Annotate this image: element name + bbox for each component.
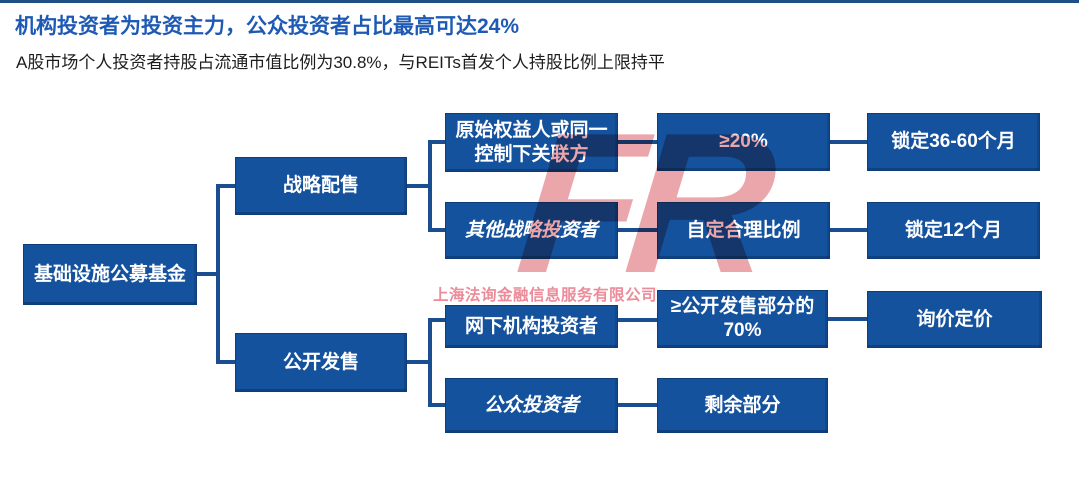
connector-row1-outcome xyxy=(830,140,867,144)
node-original-equity-holder: 原始权益人或同一 控制下关联方 xyxy=(445,113,618,172)
connector-trunk-strategic xyxy=(220,184,235,188)
connector-trunk-public xyxy=(220,360,235,364)
connector-branch1-vertical xyxy=(428,140,432,232)
node-remaining-portion: 剩余部分 xyxy=(657,378,828,433)
node-other-strategic-investors: 其他战略投资者 xyxy=(445,202,618,259)
connector-branch1-row2 xyxy=(432,228,445,232)
connector-branch2-row4 xyxy=(432,403,445,407)
page-subtitle: A股市场个人投资者持股占流通市值比例为30.8%，与REITs首发个人持股比例上… xyxy=(16,53,665,72)
node-gte-70pct-of-public-offering: ≥公开发售部分的 70% xyxy=(657,290,828,348)
node-public-investors: 公众投资者 xyxy=(445,378,618,433)
connector-row3-condition xyxy=(618,318,657,322)
node-ratio-gte-20pct: ≥20% xyxy=(657,113,830,171)
connector-branch2-vertical xyxy=(428,318,432,407)
connector-root-trunk xyxy=(197,272,218,276)
node-self-determined-ratio: 自定合理比例 xyxy=(657,202,830,259)
connector-strategic-branch xyxy=(407,184,428,188)
node-strategic-placement: 战略配售 xyxy=(235,157,407,215)
connector-row1-condition xyxy=(618,140,657,144)
connector-trunk-vertical xyxy=(216,184,220,364)
connector-row3-outcome xyxy=(828,317,867,321)
node-offline-institutional-investors: 网下机构投资者 xyxy=(445,305,618,348)
node-public-offering: 公开发售 xyxy=(235,333,407,392)
connector-branch1-row1 xyxy=(432,140,445,144)
node-lockup-36-60-months: 锁定36-60个月 xyxy=(867,113,1040,171)
connector-public-branch xyxy=(407,360,428,364)
watermark-company-text: 上海法询金融信息服务有限公司 xyxy=(433,287,658,304)
connector-row2-condition xyxy=(618,228,657,232)
top-accent-bar xyxy=(0,0,1079,3)
page-title: 机构投资者为投资主力，公众投资者占比最高可达24% xyxy=(15,15,520,38)
node-lockup-12-months: 锁定12个月 xyxy=(867,202,1040,259)
connector-row4-condition xyxy=(618,403,657,407)
node-root-fund: 基础设施公募基金 xyxy=(23,244,197,305)
node-inquiry-pricing: 询价定价 xyxy=(867,291,1042,348)
connector-row2-outcome xyxy=(830,228,867,232)
connector-branch2-row3 xyxy=(432,318,445,322)
